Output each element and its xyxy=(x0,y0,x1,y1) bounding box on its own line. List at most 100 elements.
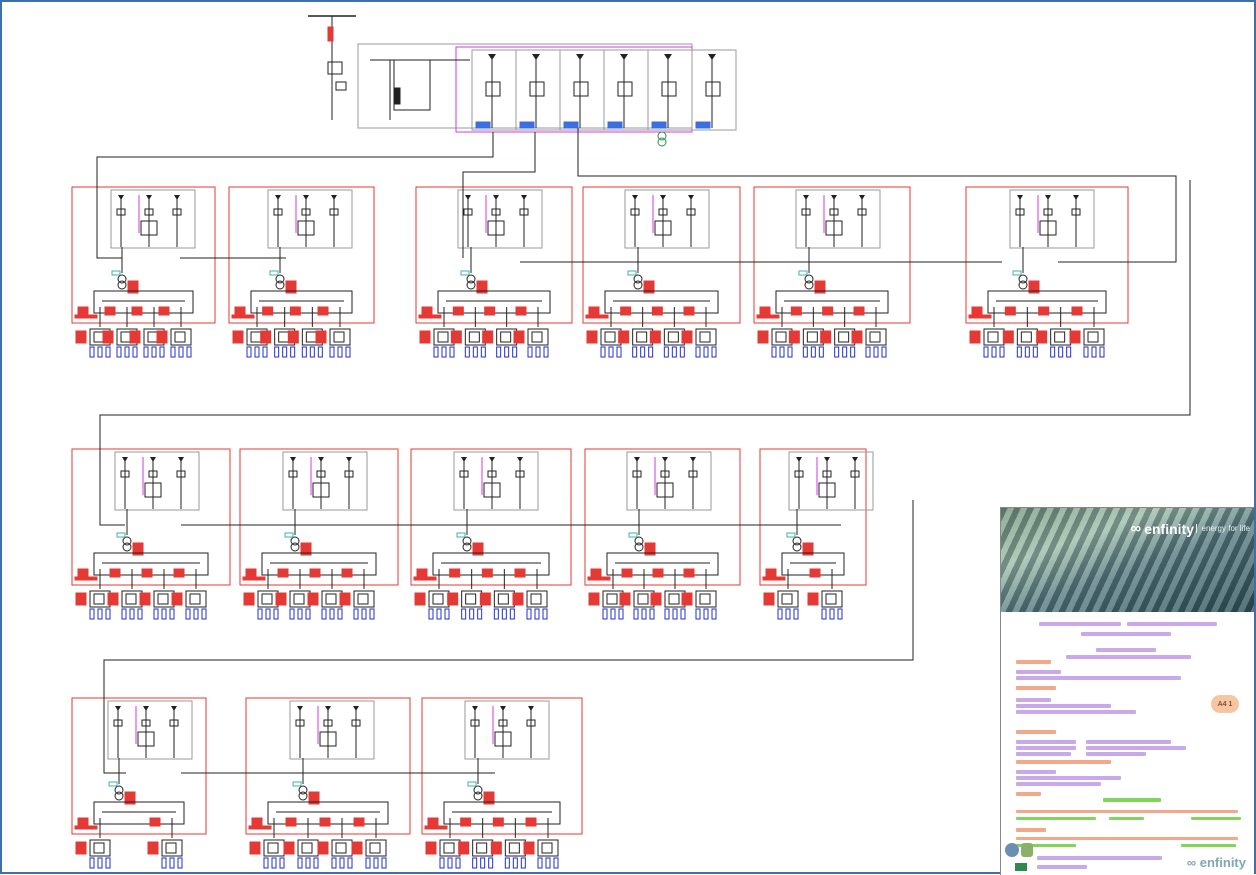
feeder-label xyxy=(590,568,602,578)
pv-string xyxy=(648,346,654,358)
solar-farm-photo: ∞ enfinity energy for life xyxy=(1001,508,1254,612)
switchgear-switch xyxy=(316,470,326,478)
pv-string xyxy=(337,608,343,620)
pv-string xyxy=(449,346,455,358)
pv-string xyxy=(512,857,518,869)
station-transformer xyxy=(792,542,802,552)
feeder-label xyxy=(765,568,777,578)
station-transformer xyxy=(117,274,127,284)
feeder-label xyxy=(285,817,297,827)
feeder-label xyxy=(588,306,600,316)
inverter xyxy=(121,590,143,608)
pv-string xyxy=(159,346,165,358)
feeder-label xyxy=(317,306,329,316)
switchgear-arrow xyxy=(297,706,303,711)
cubicle-breaker xyxy=(661,81,677,97)
pv-string xyxy=(254,346,260,358)
mv-cubicle xyxy=(691,49,737,131)
transformer-label xyxy=(456,532,466,538)
inverter-label xyxy=(447,592,459,606)
station-protection xyxy=(319,731,337,747)
pv-string xyxy=(97,346,103,358)
switchgear-arrow xyxy=(303,195,309,200)
switchgear-switch xyxy=(176,470,186,478)
pv-string xyxy=(472,857,478,869)
transformer-rating-label xyxy=(483,791,495,805)
pv-string xyxy=(480,346,486,358)
switchgear-arrow xyxy=(461,457,467,462)
pv-string xyxy=(793,608,799,620)
pv-string xyxy=(512,346,518,358)
transformer-label xyxy=(628,532,638,538)
inverter-label xyxy=(156,330,168,344)
switchgear-arrow xyxy=(859,195,865,200)
inverter-label xyxy=(315,330,327,344)
switchgear-arrow xyxy=(500,706,506,711)
station-transformer xyxy=(290,542,300,552)
inverter-symbol xyxy=(497,593,509,605)
switchgear-switch xyxy=(273,208,283,216)
mv-ring-cable xyxy=(103,500,914,774)
inverter-symbol xyxy=(437,331,449,343)
grid-label xyxy=(327,26,334,42)
lv-switchboard xyxy=(93,801,185,825)
pv-string xyxy=(526,608,532,620)
station-transformer xyxy=(473,791,483,801)
inverter-label xyxy=(618,330,630,344)
feeder-label xyxy=(319,817,331,827)
switchgear-arrow xyxy=(690,457,696,462)
inverter-symbol xyxy=(157,593,169,605)
feeder-label xyxy=(262,306,274,316)
inverter xyxy=(632,328,654,346)
switchgear-arrow xyxy=(493,195,499,200)
pv-string xyxy=(1024,346,1030,358)
inverter-symbol xyxy=(806,331,818,343)
feeder-label xyxy=(621,568,633,578)
station-transformer xyxy=(298,791,308,801)
transformer-rating-label xyxy=(1028,280,1040,294)
inverter-symbol xyxy=(636,331,648,343)
inverter xyxy=(89,590,111,608)
inverter-label xyxy=(450,330,462,344)
inverter-symbol xyxy=(335,842,347,854)
feeder-label xyxy=(77,306,89,316)
inverter-label xyxy=(139,592,151,606)
station-transformer xyxy=(633,274,643,284)
feeder-label xyxy=(245,568,257,578)
inverter-label xyxy=(820,330,832,344)
pv-string xyxy=(520,857,526,869)
transformer-rating-label xyxy=(802,542,814,556)
feeder-label xyxy=(460,817,472,827)
pv-string xyxy=(337,346,343,358)
inverter-label xyxy=(649,330,661,344)
inverter xyxy=(185,590,207,608)
pv-string xyxy=(193,608,199,620)
pv-string xyxy=(633,608,639,620)
pv-string xyxy=(185,608,191,620)
transformer-label xyxy=(111,270,121,276)
inverter-label xyxy=(479,592,491,606)
switchgear-arrow xyxy=(465,195,471,200)
pv-string xyxy=(151,346,157,358)
switchgear-switch xyxy=(686,208,696,216)
inverter-symbol xyxy=(500,331,512,343)
switchgear-switch xyxy=(857,208,867,216)
switchgear-switch xyxy=(487,470,497,478)
inverter xyxy=(329,328,351,346)
switchgear-arrow xyxy=(115,706,121,711)
transformer-rating-label xyxy=(308,791,320,805)
inverter-symbol xyxy=(432,593,444,605)
inverter xyxy=(821,590,843,608)
station-protection xyxy=(818,482,836,498)
inverter-label xyxy=(351,841,363,855)
pv-string xyxy=(441,346,447,358)
inverter-label xyxy=(171,592,183,606)
inverter-label xyxy=(243,592,255,606)
inverter xyxy=(428,590,450,608)
pv-string xyxy=(321,608,327,620)
transformer-label xyxy=(1012,270,1022,276)
pv-string xyxy=(543,346,549,358)
pv-string xyxy=(771,346,777,358)
pv-string xyxy=(779,346,785,358)
mv-ring-cable xyxy=(462,132,536,258)
